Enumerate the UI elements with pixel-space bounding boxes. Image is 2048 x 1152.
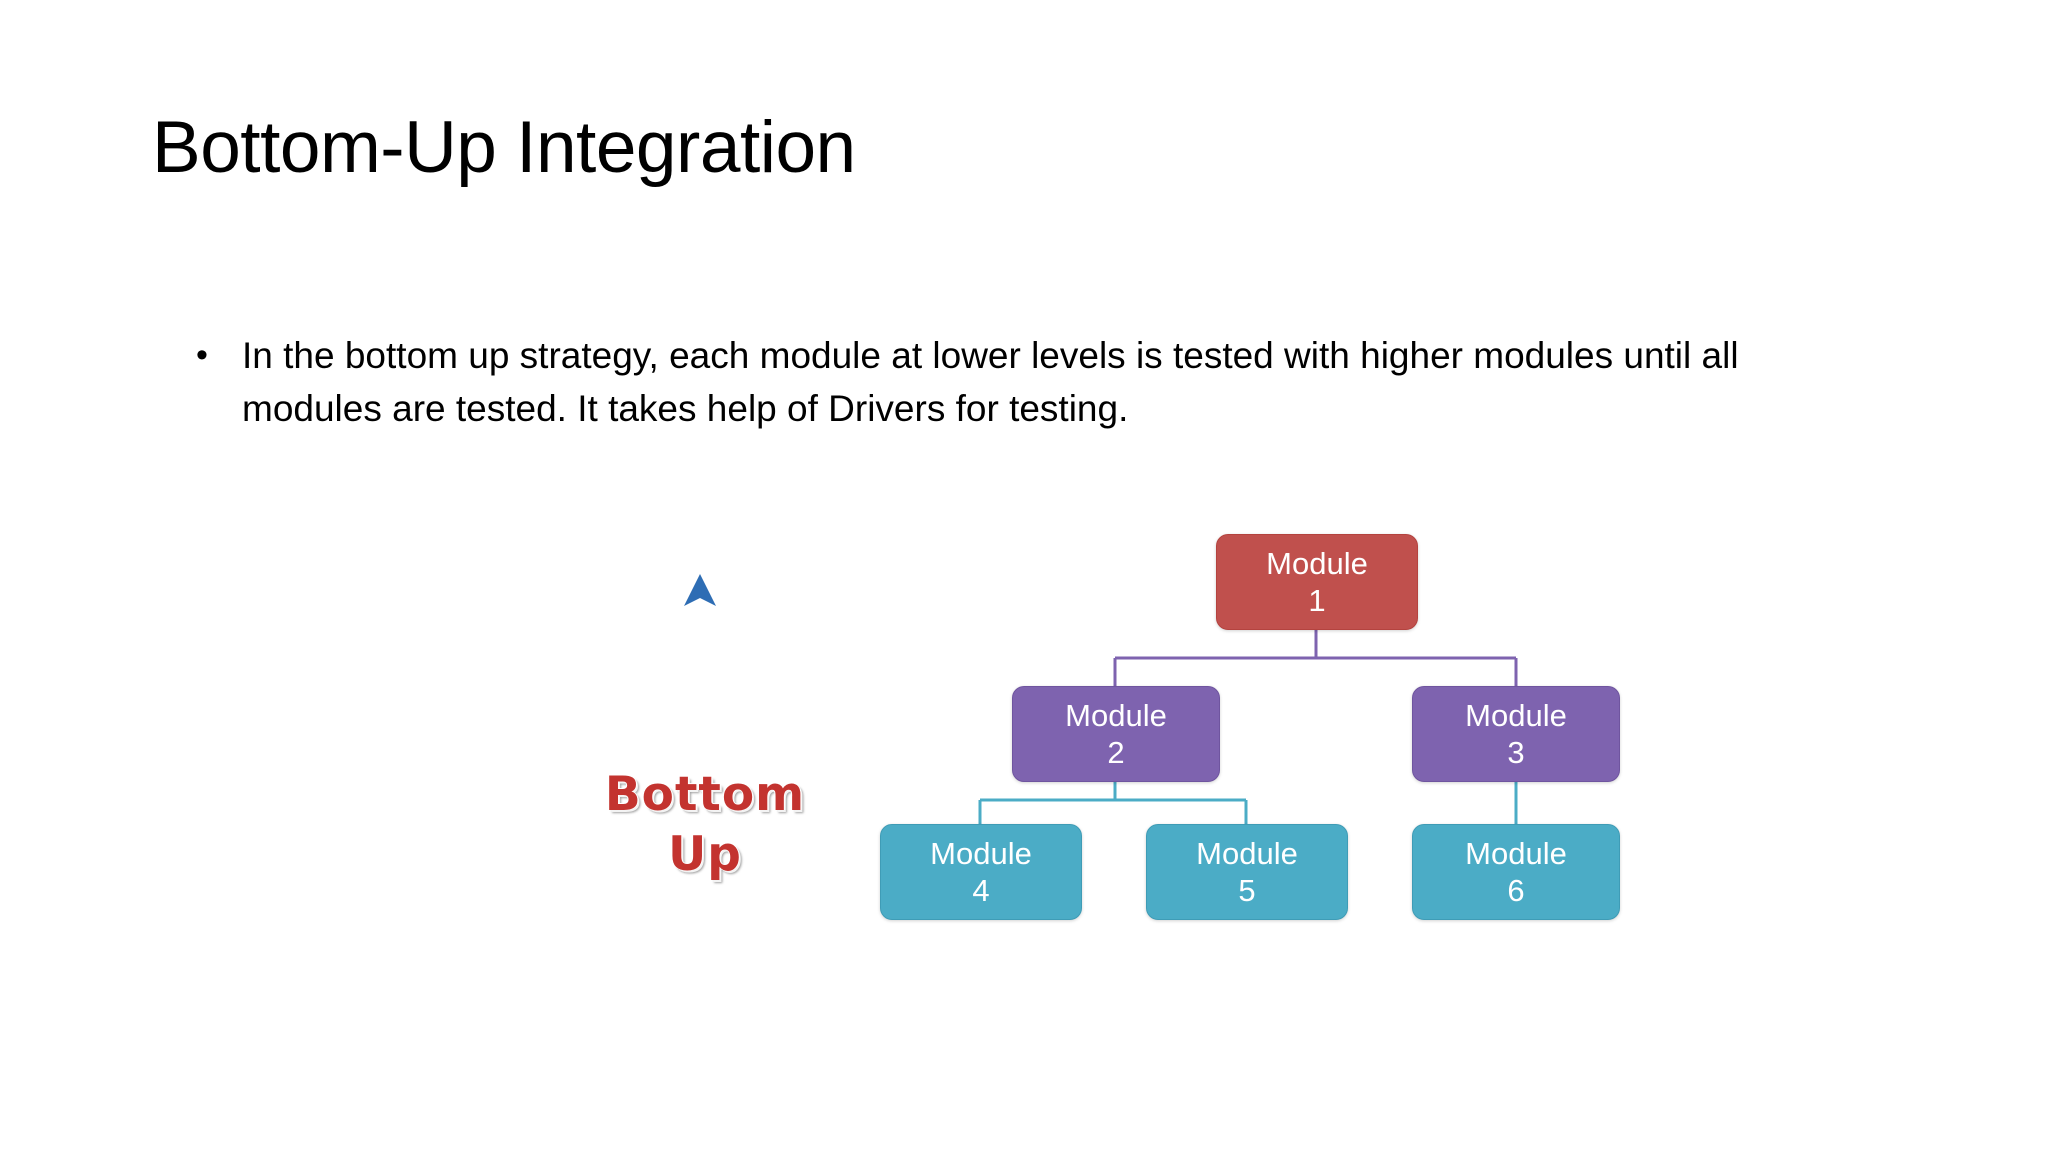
bullet-text: In the bottom up strategy, each module a… xyxy=(242,335,1739,429)
edge-module1-to-level2 xyxy=(1113,628,1518,686)
diagram-node-module-2[interactable]: Module 2 xyxy=(1012,686,1220,782)
node-number: 2 xyxy=(1107,735,1125,770)
node-label: Module xyxy=(1065,697,1167,733)
diagram-node-module-3[interactable]: Module 3 xyxy=(1412,686,1620,782)
node-number: 3 xyxy=(1507,735,1525,770)
node-number: 5 xyxy=(1238,873,1256,908)
diagram-node-module-1[interactable]: Module 1 xyxy=(1216,534,1418,630)
diagram-node-module-5[interactable]: Module 5 xyxy=(1146,824,1348,920)
node-label: Module xyxy=(1266,545,1368,581)
bullet-marker-icon: • xyxy=(196,336,208,374)
wordart-line-1: Bottom xyxy=(604,767,806,822)
edge-module2-to-level3 xyxy=(978,780,1248,824)
node-label: Module xyxy=(930,835,1032,871)
node-label: Module xyxy=(1465,835,1567,871)
node-number: 1 xyxy=(1308,583,1326,618)
diagram-node-module-6[interactable]: Module 6 xyxy=(1412,824,1620,920)
body-bullet-list: • In the bottom up strategy, each module… xyxy=(196,330,1826,435)
node-label: Module xyxy=(1196,835,1298,871)
diagram-node-module-4[interactable]: Module 4 xyxy=(880,824,1082,920)
wordart-line-2: Up xyxy=(668,827,742,883)
upward-arrow-icon xyxy=(684,574,716,740)
node-number: 6 xyxy=(1507,873,1525,908)
bottom-up-wordart-label: Bottom Up xyxy=(560,765,850,885)
page-title: Bottom-Up Integration xyxy=(152,107,856,188)
node-label: Module xyxy=(1465,697,1567,733)
list-item: • In the bottom up strategy, each module… xyxy=(196,330,1826,435)
node-number: 4 xyxy=(972,873,990,908)
